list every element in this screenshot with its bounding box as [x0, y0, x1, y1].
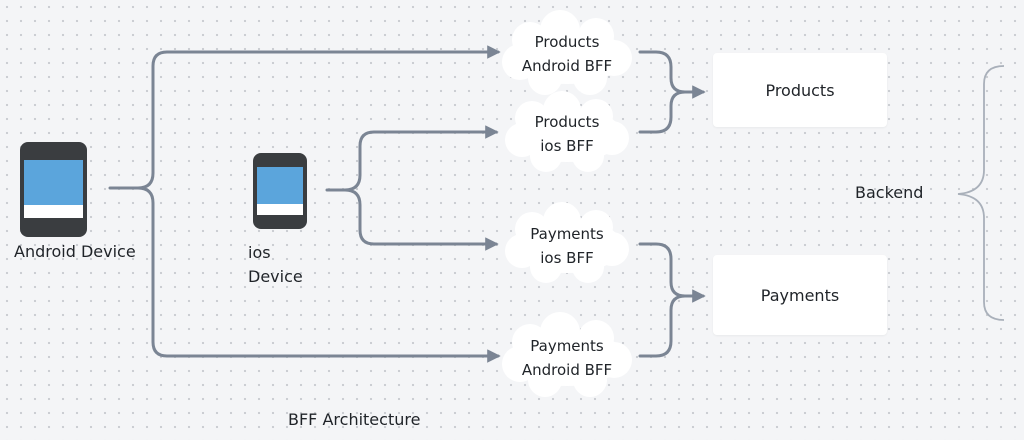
payments-android-bff-line2: Android BFF — [521, 361, 613, 379]
android-connector — [108, 45, 501, 363]
products-ios-bff-line2: ios BFF — [540, 137, 594, 155]
payments-android-bff-line1: Payments — [530, 337, 604, 355]
payments-ios-bff-cloud — [505, 202, 629, 283]
payments-ios-bff-line1: Payments — [530, 225, 604, 243]
payments-android-bff-cloud — [502, 312, 632, 397]
diagram-caption: BFF Architecture — [288, 410, 421, 429]
products-ios-bff-cloud — [505, 91, 629, 172]
bff-to-products-connector — [638, 50, 706, 134]
payments-android-bff: Payments Android BFF — [507, 334, 627, 382]
android-device-label: Android Device — [14, 242, 136, 261]
products-android-bff-line2: Android BFF — [521, 57, 613, 75]
backend-brace — [957, 65, 1005, 321]
ios-phone-icon — [253, 153, 307, 229]
ios-device-label: ios Device — [248, 241, 303, 289]
bff-to-payments-connector — [638, 242, 706, 358]
products-ios-bff-line1: Products — [534, 113, 600, 131]
ios-connector — [325, 125, 499, 251]
android-phone-icon — [20, 142, 87, 237]
payments-ios-bff: Payments ios BFF — [507, 222, 627, 270]
ios-device-label-line2: Device — [248, 267, 303, 286]
payments-service-box: Payments — [713, 255, 887, 335]
payments-ios-bff-line2: ios BFF — [540, 249, 594, 267]
products-ios-bff: Products ios BFF — [507, 110, 627, 158]
products-android-bff: Products Android BFF — [507, 30, 627, 78]
products-service-box: Products — [713, 53, 887, 127]
ios-device-label-line1: ios — [248, 243, 271, 262]
payments-service-label: Payments — [760, 285, 840, 305]
backend-label: Backend — [855, 183, 924, 202]
products-android-bff-cloud — [502, 10, 632, 95]
products-service-label: Products — [765, 80, 835, 100]
bff-clouds — [502, 10, 632, 397]
products-android-bff-line1: Products — [534, 33, 600, 51]
